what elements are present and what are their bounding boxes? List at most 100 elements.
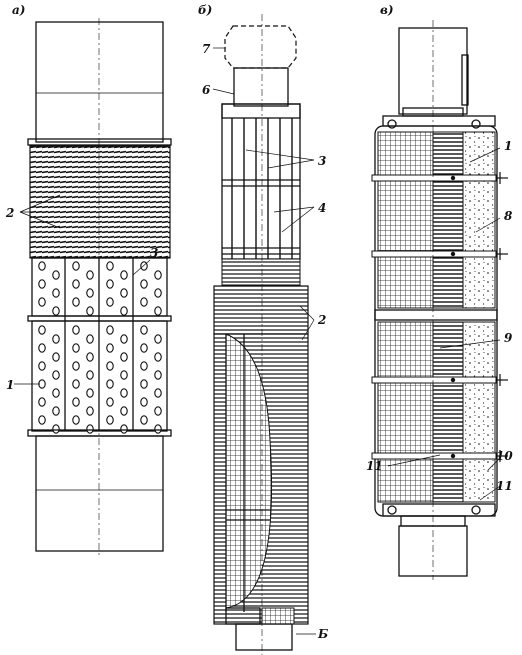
hole: [106, 279, 114, 289]
leaders: [387, 147, 501, 501]
hole: [38, 297, 46, 307]
bottom-tube: [35, 435, 164, 552]
perforation-holes-lower: [38, 325, 162, 434]
hole: [106, 415, 114, 425]
label-c-10: 10: [496, 449, 513, 463]
hole: [140, 343, 148, 353]
hole: [86, 270, 94, 280]
hole: [120, 288, 128, 298]
label-b-3: 3: [318, 154, 326, 168]
hole: [154, 370, 162, 380]
panel-c-letter: в): [380, 3, 394, 17]
cage-frame: [221, 103, 301, 260]
hole: [120, 424, 128, 434]
filler: [462, 131, 496, 309]
label-b-B: Б: [317, 627, 328, 641]
hole: [72, 297, 80, 307]
hole: [86, 406, 94, 416]
hole: [86, 288, 94, 298]
label-a-3: 3: [150, 246, 158, 260]
terminal-tube: [233, 67, 289, 107]
label-c-9: 9: [504, 331, 513, 345]
element-section-lower: [432, 321, 464, 503]
bolt-nut: [450, 251, 456, 257]
hole: [38, 361, 46, 371]
hole: [106, 361, 114, 371]
hole: [106, 325, 114, 335]
hole: [52, 270, 60, 280]
hole: [52, 370, 60, 380]
hole: [154, 334, 162, 344]
hole: [72, 279, 80, 289]
bolt-nut: [450, 453, 456, 459]
hole: [86, 370, 94, 380]
hole: [140, 415, 148, 425]
hole: [140, 279, 148, 289]
bolt-nut: [450, 377, 456, 383]
hole: [86, 424, 94, 434]
hole: [140, 379, 148, 389]
hole: [86, 352, 94, 362]
panel-a: а): [5, 3, 172, 555]
hole: [72, 415, 80, 425]
label-a-1: 1: [6, 378, 14, 392]
hole: [38, 261, 46, 271]
leaders: [212, 47, 316, 635]
hole: [72, 397, 80, 407]
hole: [140, 361, 148, 371]
hole: [72, 379, 80, 389]
hole: [38, 325, 46, 335]
hole: [120, 388, 128, 398]
label-c-8: 8: [504, 209, 513, 223]
label-c-1: 1: [504, 139, 512, 153]
hole: [86, 334, 94, 344]
element-section: [432, 131, 464, 309]
hole: [38, 415, 46, 425]
resistance-winding: [29, 145, 171, 259]
grid-block-lower: [377, 321, 434, 503]
label-c-11-left: 11: [366, 459, 383, 473]
hole: [120, 270, 128, 280]
panel-a-letter: а): [12, 3, 25, 17]
hole: [106, 297, 114, 307]
hole: [72, 361, 80, 371]
hole: [38, 343, 46, 353]
flange: [27, 138, 172, 146]
hole: [120, 334, 128, 344]
hole: [52, 306, 60, 316]
hole: [86, 388, 94, 398]
bolt-nut: [450, 175, 456, 181]
grid-block: [377, 131, 434, 309]
hole: [154, 270, 162, 280]
hole: [140, 297, 148, 307]
panel-c: в): [366, 3, 513, 580]
label-b-4: 4: [318, 201, 326, 215]
leaders: [14, 194, 151, 385]
hole: [120, 306, 128, 316]
panel-b: б): [198, 3, 328, 655]
hole: [106, 397, 114, 407]
hole: [154, 406, 162, 416]
cage-rods: [231, 118, 293, 259]
hole: [154, 288, 162, 298]
label-b-6: 6: [202, 83, 211, 97]
hole: [106, 343, 114, 353]
hole: [154, 306, 162, 316]
hole: [38, 279, 46, 289]
hole: [86, 306, 94, 316]
hole: [72, 325, 80, 335]
bolt: [371, 250, 497, 258]
label-b-7: 7: [202, 42, 211, 56]
panel-b-letter: б): [198, 3, 212, 17]
hole: [72, 343, 80, 353]
label-b-2: 2: [317, 313, 326, 327]
hole: [154, 352, 162, 362]
hole: [38, 397, 46, 407]
hole: [52, 334, 60, 344]
perforation-holes: [38, 261, 162, 316]
hole: [106, 261, 114, 271]
hole: [52, 388, 60, 398]
hole: [154, 388, 162, 398]
coil-upper: [213, 285, 309, 335]
